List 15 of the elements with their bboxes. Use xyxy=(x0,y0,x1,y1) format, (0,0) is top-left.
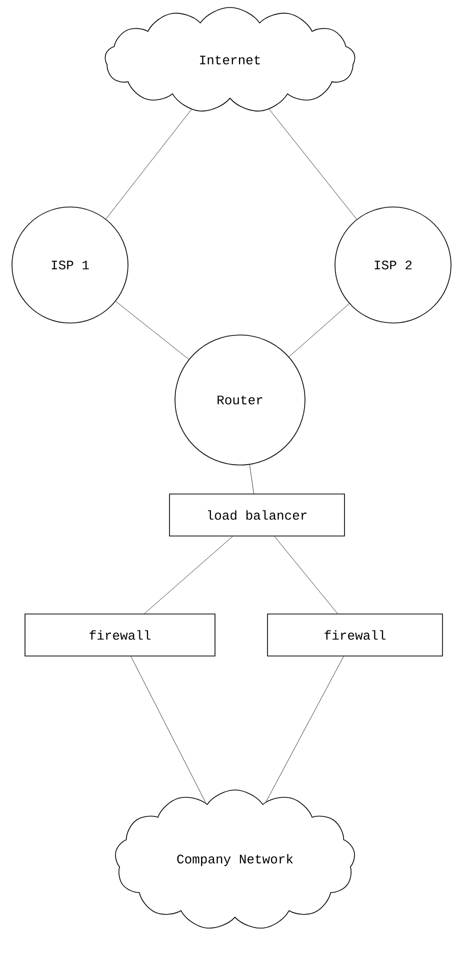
process-box: firewall xyxy=(24,614,216,656)
connector-line xyxy=(274,536,338,614)
connector-line xyxy=(144,536,233,614)
circle-node: ISP 2 xyxy=(334,206,452,324)
process-box: load balancer xyxy=(169,494,345,536)
connector-line xyxy=(130,656,206,804)
circle-node: Router xyxy=(174,334,306,466)
connector-line xyxy=(266,656,344,802)
connector-line xyxy=(269,109,357,220)
process-box: firewall xyxy=(267,614,443,656)
circle-node: ISP 1 xyxy=(12,206,128,324)
connector-line xyxy=(106,109,192,220)
connector-line xyxy=(116,301,189,360)
connector-line xyxy=(288,303,350,357)
connector-line xyxy=(249,464,254,494)
